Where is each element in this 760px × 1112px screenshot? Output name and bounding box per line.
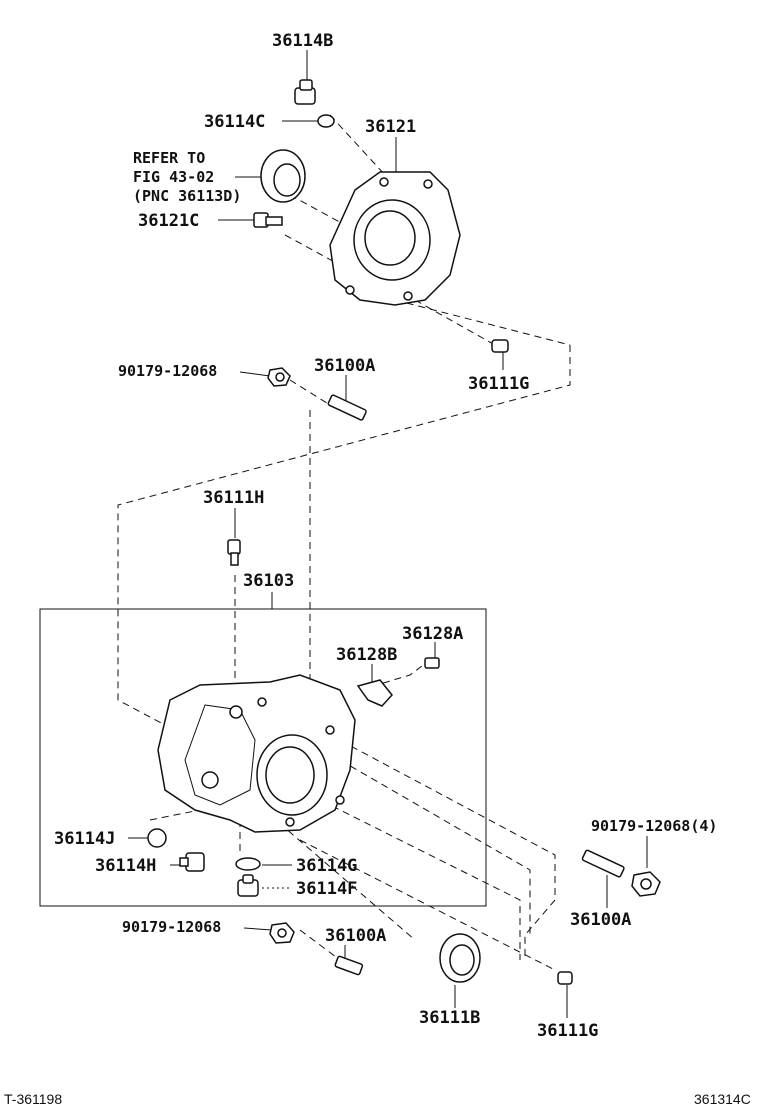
label-36128b: 36128B [336, 645, 397, 665]
label-36103: 36103 [243, 571, 294, 591]
bracket-36128b [356, 679, 393, 707]
leader-lines [128, 50, 648, 1018]
gasket-36114g [235, 857, 261, 871]
gasket-36114j [147, 828, 167, 848]
label-90179-lower: 90179-12068 [122, 918, 221, 936]
label-36114j: 36114J [54, 829, 115, 849]
plug-36114h [179, 852, 205, 872]
pin-36111g-upper [491, 339, 509, 353]
nut-90179-upper [267, 367, 291, 387]
label-36114g: 36114G [296, 856, 357, 876]
label-refer-line1: REFER TO [133, 149, 205, 167]
label-36111h: 36111H [203, 488, 264, 508]
nut-90179-lower [269, 922, 295, 944]
label-36114c: 36114C [204, 112, 265, 132]
seal-36111b [439, 933, 481, 983]
label-36111g-upper: 36111G [468, 374, 529, 394]
pin-36111g-lower [557, 971, 573, 985]
label-36114f: 36114F [296, 879, 357, 899]
assembly-frame [39, 608, 487, 907]
footer-right-code: 361314C [694, 1091, 751, 1107]
stud-36100a-lower [334, 955, 364, 976]
gasket-36114c [317, 114, 335, 128]
assembly-guide-lines [117, 114, 571, 971]
label-90179-right: 90179-12068(4) [591, 817, 717, 835]
label-36111g-lower: 36111G [537, 1021, 598, 1041]
bolt-36128a [424, 657, 440, 669]
label-36128a: 36128A [402, 624, 463, 644]
label-36100a-upper: 36100A [314, 356, 375, 376]
label-36100a-lower: 36100A [325, 926, 386, 946]
label-refer-line3: (PNC 36113D) [133, 187, 241, 205]
footer-left-code: T-361198 [4, 1091, 62, 1107]
label-36100a-right: 36100A [570, 910, 631, 930]
sensor-36111h [227, 539, 241, 566]
label-36111b: 36111B [419, 1008, 480, 1028]
label-90179-upper: 90179-12068 [118, 362, 217, 380]
label-36114b-top: 36114B [272, 31, 333, 51]
nut-90179-right [631, 871, 661, 897]
plug-36114b [294, 79, 316, 105]
label-36114h: 36114H [95, 856, 156, 876]
stud-36100a-upper [327, 394, 367, 421]
plug-36114f [237, 874, 259, 897]
label-refer-line2: FIG 43-02 [133, 168, 214, 186]
part-labels: 36114B 36114C 36121 REFER TO FIG 43-02 (… [54, 31, 717, 1041]
label-36121: 36121 [365, 117, 416, 137]
oil-seal-refer [260, 149, 306, 203]
stud-36100a-right [581, 849, 625, 878]
label-36121c: 36121C [138, 211, 199, 231]
housing-36103 [157, 674, 356, 833]
cover-36121 [329, 171, 461, 306]
bolt-36121c [253, 212, 283, 228]
